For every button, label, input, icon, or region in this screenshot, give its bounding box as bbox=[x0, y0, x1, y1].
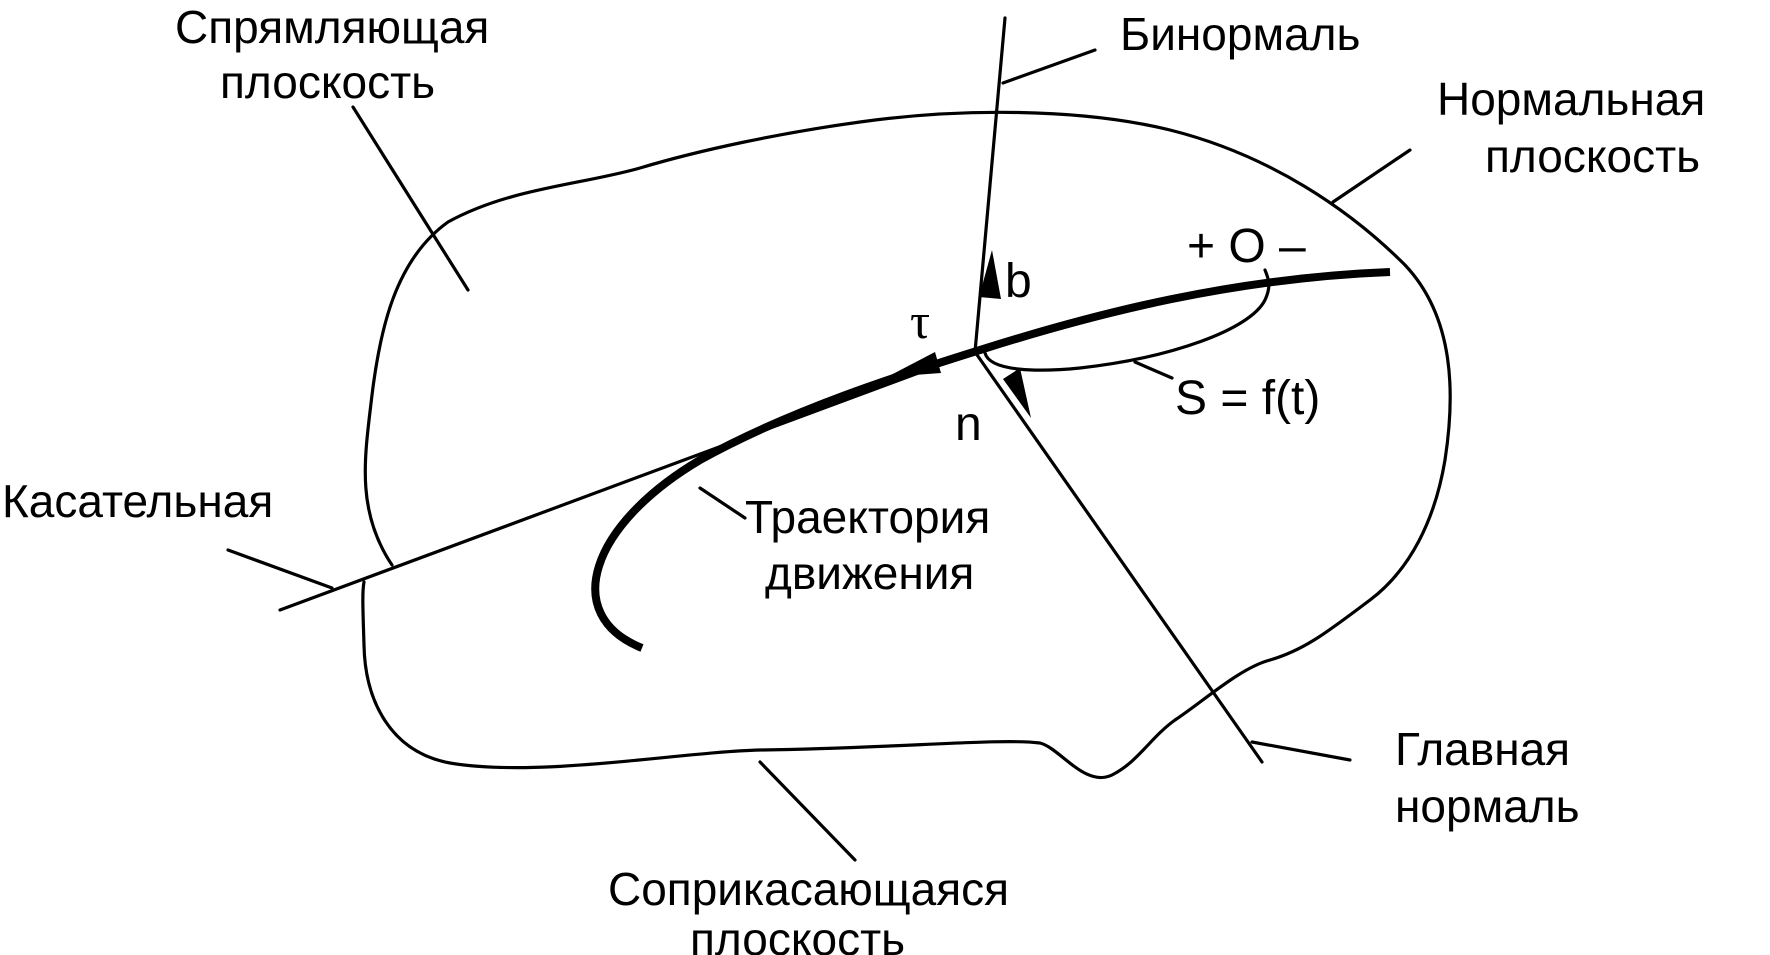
leader-osculating-plane bbox=[758, 760, 857, 862]
trajectory-label-line1: Траектория bbox=[745, 491, 990, 543]
tangent-line bbox=[278, 350, 977, 612]
normal-plane-label-line1: Нормальная bbox=[1437, 73, 1705, 125]
osculating-plane-label-line1: Соприкасающаяся bbox=[608, 863, 1009, 915]
trajectory-curve bbox=[591, 268, 1391, 652]
binormal-label: Бинормаль bbox=[1120, 8, 1360, 60]
tangent-symbol: τ bbox=[910, 293, 930, 349]
leader-binormal bbox=[1001, 48, 1097, 85]
principal-normal-label-line2: нормаль bbox=[1395, 780, 1580, 832]
normal-plane-label-line2: плоскость bbox=[1485, 130, 1700, 182]
leader-rectifying-plane bbox=[351, 105, 470, 292]
osculating-plane-label-line2: плоскость bbox=[690, 913, 905, 955]
principal-normal-line bbox=[973, 350, 1264, 764]
rectifying-plane-label-line1: Спрямляющая bbox=[175, 1, 489, 53]
binormal-symbol: b bbox=[1005, 255, 1032, 308]
normal-arrow-icon bbox=[1003, 368, 1031, 418]
trajectory-label-line2: движения bbox=[765, 547, 974, 599]
tangent-arrow-icon bbox=[887, 352, 941, 377]
normal-symbol: n bbox=[955, 398, 982, 451]
origin-symbol: + O – bbox=[1187, 220, 1306, 273]
plane-outline bbox=[361, 110, 1452, 779]
rectifying-plane-label-line2: плоскость bbox=[220, 56, 435, 108]
arc-length-loop bbox=[983, 268, 1271, 372]
leader-tangent bbox=[226, 548, 334, 590]
leader-arc-law bbox=[1133, 360, 1174, 380]
binormal-line bbox=[973, 16, 1007, 354]
leader-trajectory bbox=[698, 486, 747, 520]
principal-normal-label-line1: Главная bbox=[1395, 723, 1570, 775]
tangent-label: Касательная bbox=[2, 475, 273, 527]
leader-principal-normal bbox=[1250, 740, 1352, 762]
arc-law-label: S = f(t) bbox=[1175, 372, 1320, 425]
binormal-arrow-icon bbox=[979, 250, 1001, 299]
leader-normal-plane bbox=[1331, 148, 1412, 204]
